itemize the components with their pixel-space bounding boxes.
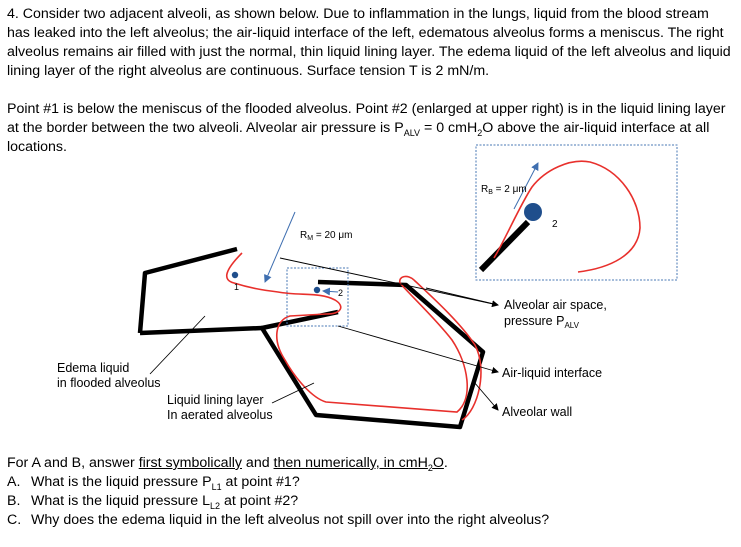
question-c: C.Why does the edema liquid in the left … (7, 512, 550, 528)
points-sub-alv: ALV (403, 127, 421, 138)
lining-label-2: In aerated alveolus (167, 408, 273, 422)
leader-air-liquid (337, 325, 499, 374)
leader-alveolar-air-2 (425, 287, 499, 306)
rb-radius-arrow (513, 162, 539, 210)
air-liquid-interface-right-lip (413, 279, 482, 421)
points-sub-2: 2 (477, 127, 483, 138)
point-1-dot (231, 271, 239, 279)
problem-points-description: Point #1 is below the meniscus of the fl… (7, 100, 735, 157)
edema-label-2: in flooded alveolus (57, 376, 161, 390)
points-text-c: O above the air-liquid interface at all … (7, 120, 710, 155)
lining-label-1: Liquid lining layer (167, 393, 264, 407)
rm-label: RM = 20 μm (300, 230, 352, 242)
inset-point-2-dot (524, 203, 542, 221)
point-2-pointer-arrow (322, 287, 339, 296)
alveolar-air-label-1: Alveolar air space, (504, 298, 607, 312)
alveolar-wall-label: Alveolar wall (502, 405, 572, 419)
inset-interface-curve (493, 160, 641, 273)
inset-point-2-label: 2 (552, 219, 558, 230)
leader-lining (271, 382, 315, 404)
questions-block: For A and B, answer first symbolically a… (7, 454, 735, 530)
rb-label: RB = 2 μm (481, 184, 527, 196)
leader-edema (149, 315, 206, 375)
alveoli-diagram: 1 2 RM = 20 μm 2 RB = 2 μm Alveolar air … (57, 144, 678, 430)
problem-intro: 4. Consider two adjacent alveoli, as sho… (7, 6, 731, 79)
question-b: B.What is the liquid pressure LL2 at poi… (7, 493, 299, 511)
questions-intro: For A and B, answer first symbolically a… (7, 455, 448, 473)
points-text-a: Point #1 is below the meniscus of the fl… (7, 101, 726, 136)
inset-wall-segment (478, 219, 531, 273)
question-a: A.What is the liquid pressure PL1 at poi… (7, 474, 300, 492)
enlarged-inset-box (475, 144, 678, 281)
points-text-b: = 0 cmH (420, 120, 478, 136)
leader-alveolar-wall (473, 381, 499, 411)
air-liquid-interface-label: Air-liquid interface (502, 366, 602, 380)
alveolar-air-label-2: pressure PALV (504, 314, 580, 330)
point-2-dot (313, 286, 321, 294)
left-alveolus-wall (137, 246, 238, 334)
point-1-label: 1 (234, 282, 239, 292)
leader-alveolar-air-1 (279, 257, 499, 308)
point-2-label: 2 (338, 288, 343, 298)
rm-radius-arrow (264, 211, 296, 283)
edema-label-1: Edema liquid (57, 361, 129, 375)
left-alveolus-wall-bottom (139, 325, 263, 336)
air-liquid-interface (225, 252, 468, 413)
